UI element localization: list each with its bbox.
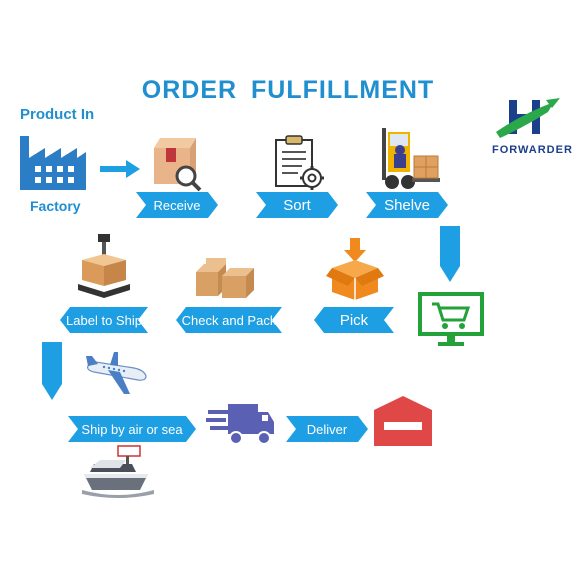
open-box-icon <box>326 238 384 300</box>
monitor-cart-icon <box>418 292 484 346</box>
step-deliver: Deliver <box>286 416 368 442</box>
factory-icon <box>20 136 86 190</box>
clipboard-gear-icon <box>275 135 324 190</box>
warehouse-icon <box>374 396 432 446</box>
scale-box-icon <box>78 234 130 298</box>
logo-text: FORWARDER <box>492 144 573 156</box>
step-label-to-ship: Label to Ship <box>60 307 148 333</box>
forwarder-logo-mark <box>496 98 560 138</box>
step-receive: Receive <box>136 192 218 218</box>
truck-icon <box>206 404 274 445</box>
forwarder-logo: FORWARDER <box>492 96 572 162</box>
product-in-label: Product In <box>20 106 95 123</box>
airplane-icon <box>86 352 147 394</box>
chevron-down-icon <box>440 226 460 282</box>
step-sort: Sort <box>256 192 338 218</box>
page-title: ORDER FULFILLMENT <box>141 76 435 104</box>
arrow-right-icon <box>100 160 140 178</box>
box-magnifier-icon <box>154 138 202 192</box>
chevron-down-icon <box>42 342 62 400</box>
ship-icon <box>82 445 154 498</box>
forklift-icon <box>382 128 440 189</box>
boxes-icon <box>196 258 254 298</box>
factory-label: Factory <box>30 198 81 214</box>
step-pick: Pick <box>314 307 394 333</box>
step-shelve: Shelve <box>366 192 448 218</box>
step-ship-by-air-or-sea: Ship by air or sea <box>68 416 196 442</box>
step-check-and-pack: Check and Pack <box>176 307 282 333</box>
